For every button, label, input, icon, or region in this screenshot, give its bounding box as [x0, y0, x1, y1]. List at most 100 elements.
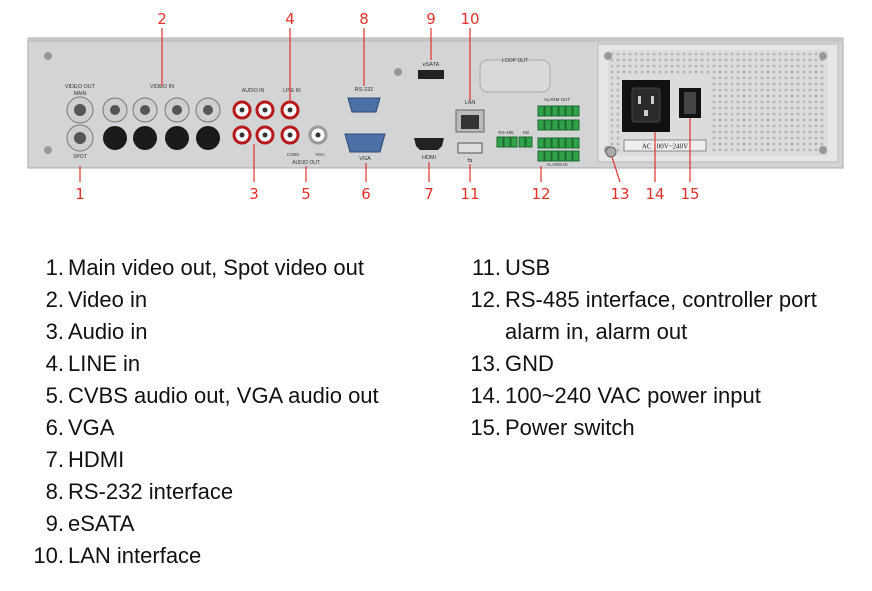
terminal-pin	[537, 105, 545, 117]
vent-hole	[820, 88, 824, 92]
vent-hole	[808, 136, 812, 140]
vent-hole	[790, 58, 794, 62]
vent-hole	[718, 118, 722, 122]
vent-hole	[688, 70, 692, 74]
vent-hole	[640, 70, 644, 74]
vent-hole	[616, 130, 620, 134]
legend-item: 8.RS-232 interface	[46, 476, 379, 508]
legend-item-text: USB	[505, 255, 551, 280]
callout-numbers: 1 2 3 4 5 6 7 8 9 10 11 12 13 14 15	[75, 10, 699, 203]
vent-hole	[754, 88, 758, 92]
vent-hole	[772, 112, 776, 116]
vent-hole	[694, 58, 698, 62]
vent-hole	[778, 64, 782, 68]
legend-item-text: LINE in	[68, 351, 141, 376]
label-line-in: LINE IN	[283, 88, 301, 94]
vent-hole	[814, 148, 818, 152]
vent-hole	[712, 82, 716, 86]
vent-hole	[712, 58, 716, 62]
vent-hole	[790, 64, 794, 68]
vent-hole	[712, 124, 716, 128]
terminal-pin	[558, 150, 566, 162]
vent-hole	[610, 82, 614, 86]
label-esata: eSATA	[423, 62, 440, 68]
vent-hole	[802, 112, 806, 116]
vent-hole	[742, 76, 746, 80]
vent-hole	[670, 52, 674, 56]
vent-hole	[754, 58, 758, 62]
vent-hole	[766, 142, 770, 146]
vent-hole	[778, 106, 782, 110]
vent-hole	[790, 94, 794, 98]
vent-hole	[706, 64, 710, 68]
vent-hole	[718, 112, 722, 116]
vent-hole	[730, 58, 734, 62]
vent-hole	[754, 112, 758, 116]
vent-hole	[754, 52, 758, 56]
vent-hole	[784, 100, 788, 104]
legend-item: 6.VGA	[46, 412, 379, 444]
vent-hole	[778, 142, 782, 146]
legend-item: 10.LAN interface	[33, 540, 379, 572]
callout-8: 8	[359, 10, 369, 28]
terminal-pin	[496, 136, 504, 148]
vent-hole	[676, 70, 680, 74]
vent-hole	[712, 106, 716, 110]
vent-hole	[652, 64, 656, 68]
vent-hole	[754, 118, 758, 122]
vent-hole	[784, 142, 788, 146]
vent-hole	[622, 52, 626, 56]
vent-hole	[718, 94, 722, 98]
vent-hole	[778, 94, 782, 98]
vent-hole	[778, 88, 782, 92]
vent-hole	[820, 76, 824, 80]
vent-hole	[748, 136, 752, 140]
vent-hole	[724, 136, 728, 140]
vent-hole	[760, 142, 764, 146]
vent-hole	[742, 136, 746, 140]
vent-hole	[766, 82, 770, 86]
label-vga-audio: VGA	[315, 152, 325, 157]
vent-hole	[754, 148, 758, 152]
loop-out-plate	[479, 59, 551, 93]
vent-hole	[760, 94, 764, 98]
vent-hole	[772, 106, 776, 110]
vent-hole	[736, 118, 740, 122]
legend-item-text: Audio in	[68, 319, 148, 344]
vent-hole	[736, 76, 740, 80]
vent-hole	[616, 100, 620, 104]
terminal-pin	[572, 137, 580, 149]
vent-hole	[766, 70, 770, 74]
vent-hole	[652, 70, 656, 74]
terminal-pin	[558, 105, 566, 117]
vent-hole	[760, 64, 764, 68]
vent-hole	[742, 88, 746, 92]
terminal-pin	[537, 119, 545, 131]
vent-hole	[670, 64, 674, 68]
vent-hole	[796, 76, 800, 80]
vent-hole	[616, 136, 620, 140]
vent-hole	[724, 142, 728, 146]
terminal-pin	[551, 137, 559, 149]
vent-hole	[736, 142, 740, 146]
vent-hole	[814, 58, 818, 62]
video-in-bnc-row	[102, 97, 221, 123]
vent-hole	[766, 130, 770, 134]
vent-hole	[730, 124, 734, 128]
vent-hole	[802, 64, 806, 68]
vent-hole	[808, 142, 812, 146]
vent-hole	[784, 136, 788, 140]
vent-hole	[808, 118, 812, 122]
vent-hole	[796, 82, 800, 86]
vent-hole	[718, 130, 722, 134]
vent-hole	[760, 118, 764, 122]
vent-hole	[760, 112, 764, 116]
vent-hole	[772, 136, 776, 140]
vent-hole	[772, 142, 776, 146]
label-ac-rating: AC 100V~240V	[642, 143, 688, 151]
terminal-pin	[565, 137, 573, 149]
vent-hole	[694, 70, 698, 74]
label-rs485: RS-485	[498, 130, 514, 135]
vent-hole	[700, 70, 704, 74]
vent-hole	[790, 88, 794, 92]
